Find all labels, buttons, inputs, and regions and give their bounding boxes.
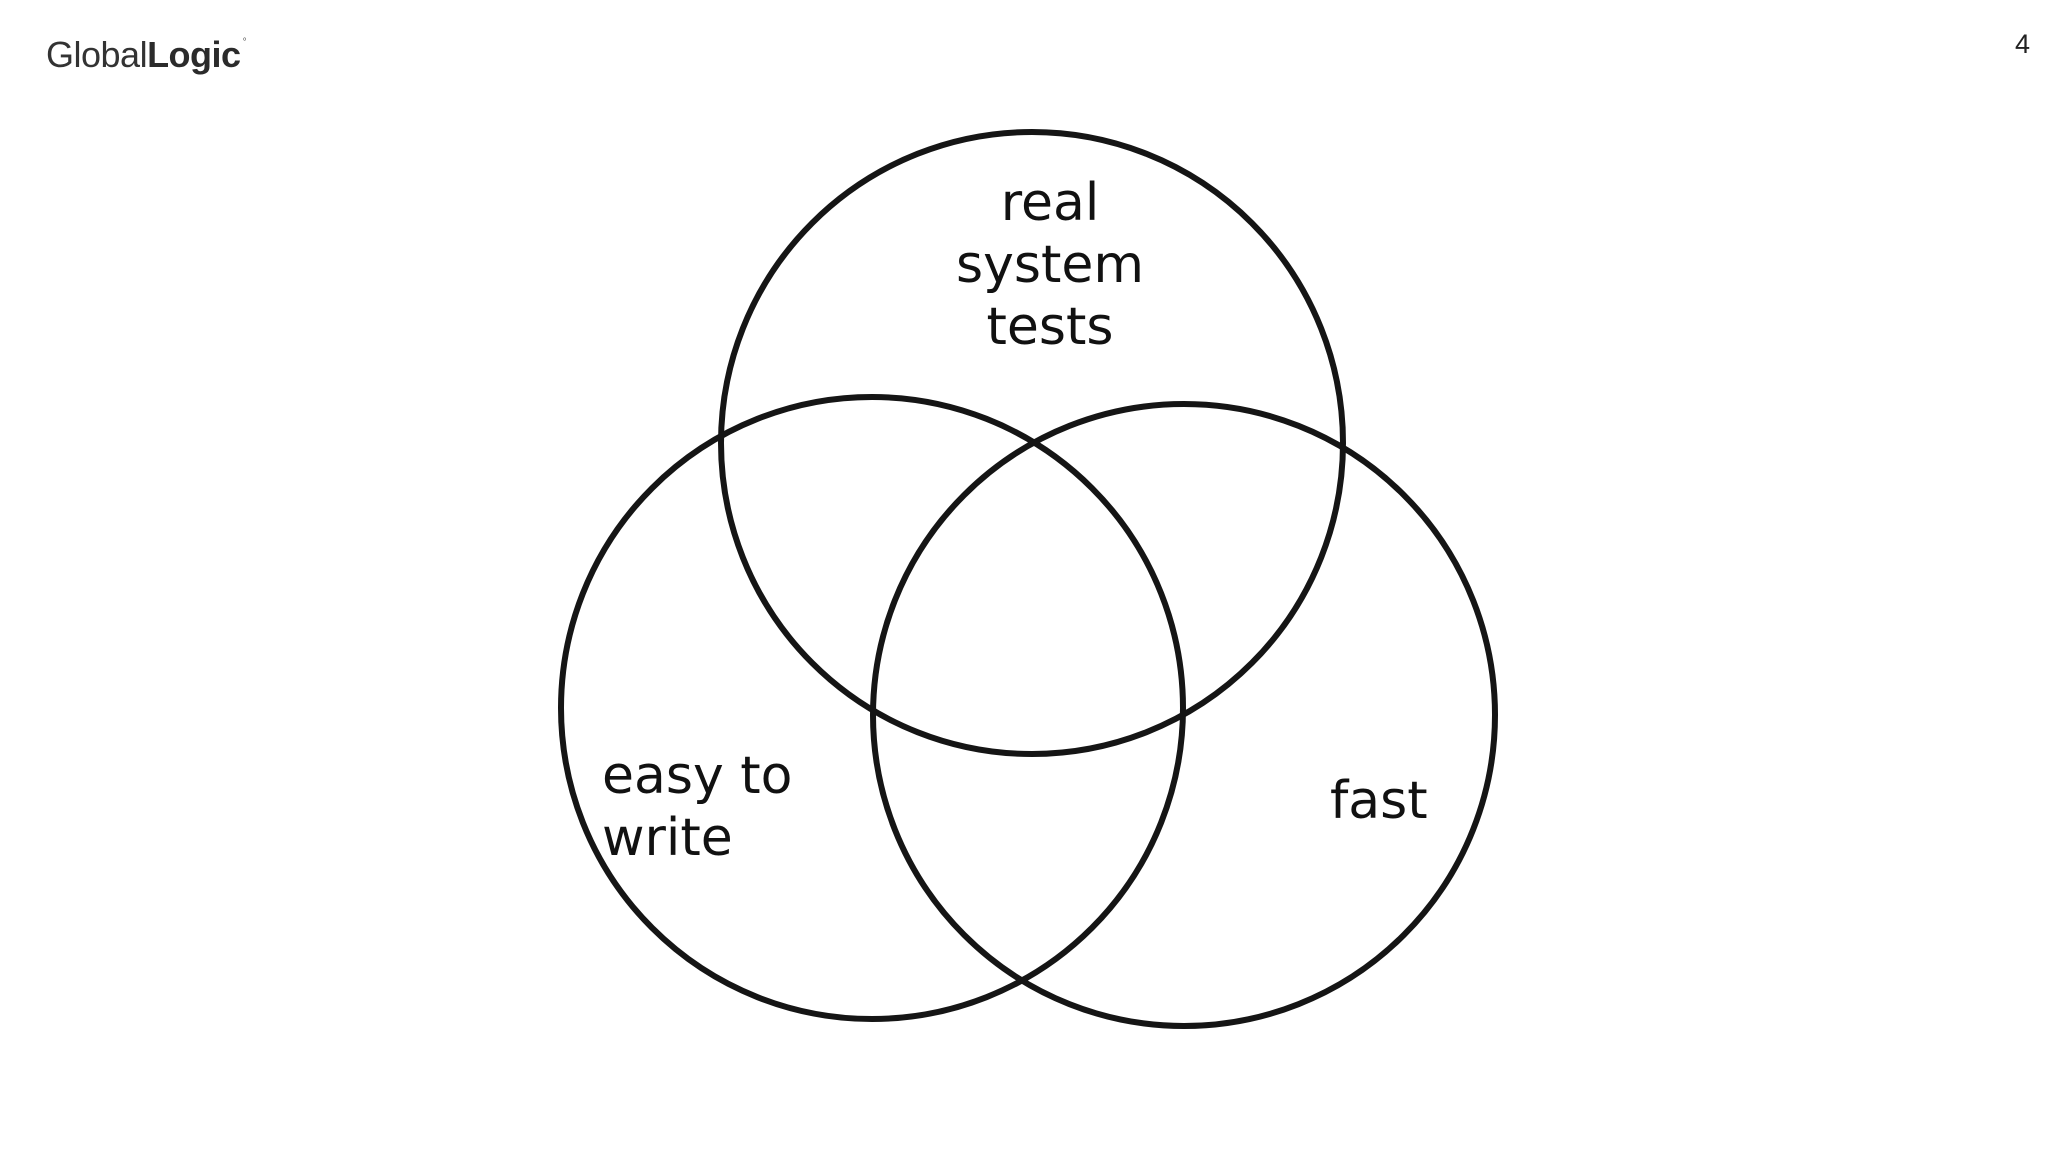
logo-text-bold: Logic	[147, 34, 241, 75]
slide-page-number: 4	[2014, 29, 2030, 59]
venn-circle-left	[558, 394, 1186, 1022]
venn-label-real-system-tests: real system tests	[956, 173, 1144, 357]
venn-circle-right	[870, 401, 1498, 1029]
venn-circle-top	[718, 129, 1346, 757]
logo-reg-mark: °	[242, 37, 247, 48]
venn-label-fast: fast	[1330, 771, 1428, 831]
venn-label-easy-to-write: easy to write	[602, 746, 793, 868]
globallogic-logo: GlobalLogic°	[46, 30, 247, 80]
logo-text-light: Global	[46, 34, 148, 75]
